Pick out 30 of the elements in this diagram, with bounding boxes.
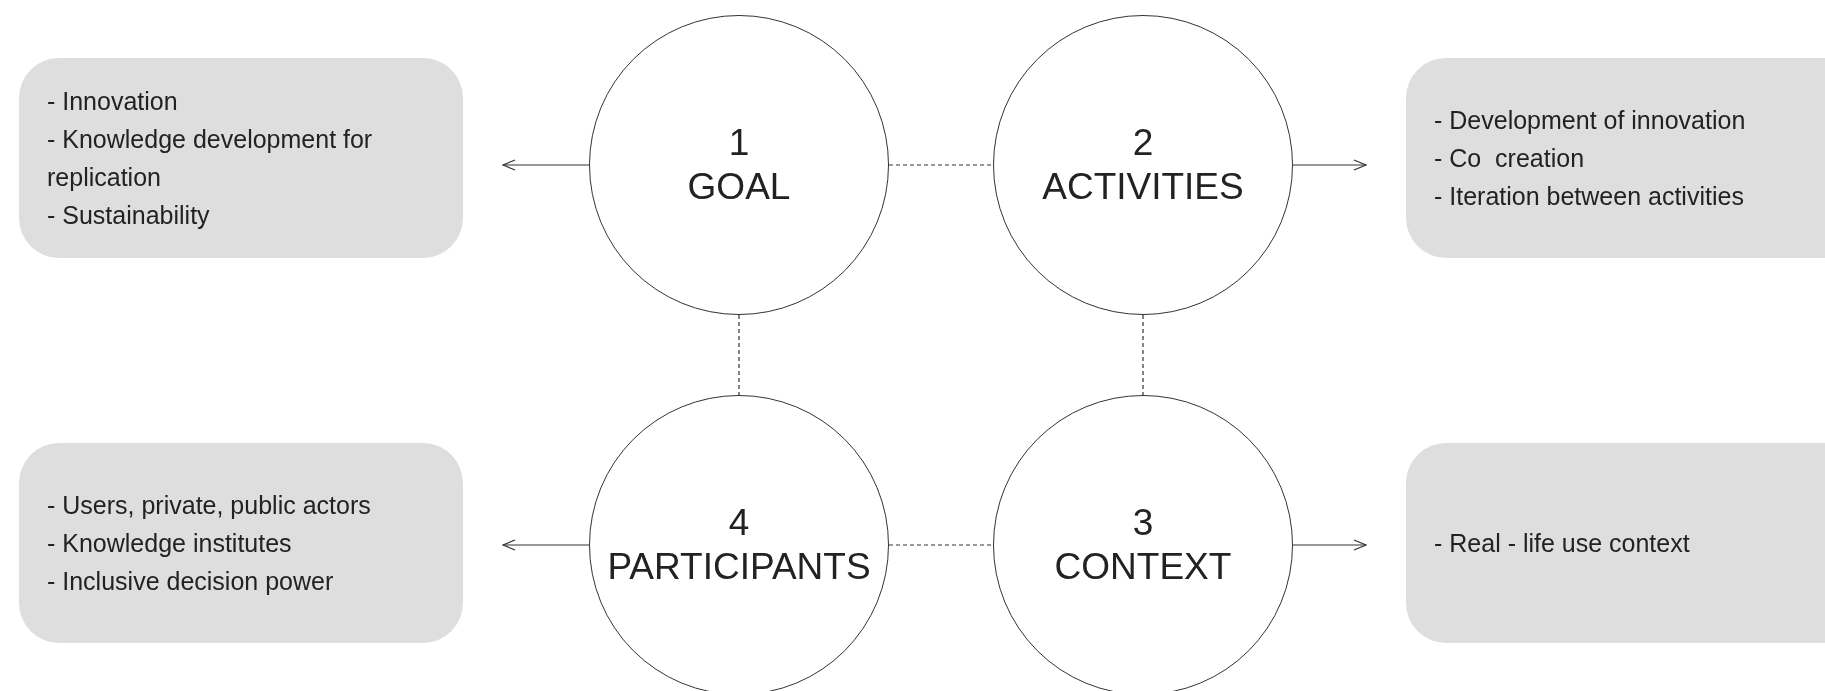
step-number: 2: [1132, 121, 1154, 165]
bullet-item: - Innovation: [47, 86, 179, 117]
step-title: PARTICIPANTS: [607, 545, 871, 589]
bullet-item: - Sustainability: [47, 200, 211, 231]
arrow: [1292, 539, 1367, 551]
step-number: 1: [728, 121, 750, 165]
bullet-item: - Users, private, public actors: [47, 490, 372, 521]
connector-line: [888, 164, 994, 166]
note-box: [1406, 58, 1825, 258]
connector-line: [1142, 314, 1144, 396]
connector-line: [738, 314, 740, 396]
bullet-item: - Co creation: [1434, 143, 1586, 174]
step-title: ACTIVITIES: [1042, 165, 1244, 209]
arrow: [502, 539, 590, 551]
step-number: 4: [728, 501, 750, 545]
step-title: GOAL: [687, 165, 791, 209]
bullet-item: - Knowledge institutes: [47, 528, 293, 559]
arrow: [1292, 159, 1367, 171]
bullet-item: - Knowledge development for replication: [47, 124, 374, 193]
note-box: [19, 443, 463, 643]
step-number: 3: [1132, 501, 1154, 545]
bullet-item: - Development of innovation: [1434, 105, 1747, 136]
bullet-item: - Inclusive decision power: [47, 566, 335, 597]
bullet-item: - Real - life use context: [1434, 528, 1691, 559]
connector-line: [888, 544, 994, 546]
step-title: CONTEXT: [1054, 545, 1232, 589]
arrow: [502, 159, 590, 171]
bullet-item: - Iteration between activities: [1434, 181, 1745, 212]
note-box: [1406, 443, 1825, 643]
note-box: [19, 58, 463, 258]
